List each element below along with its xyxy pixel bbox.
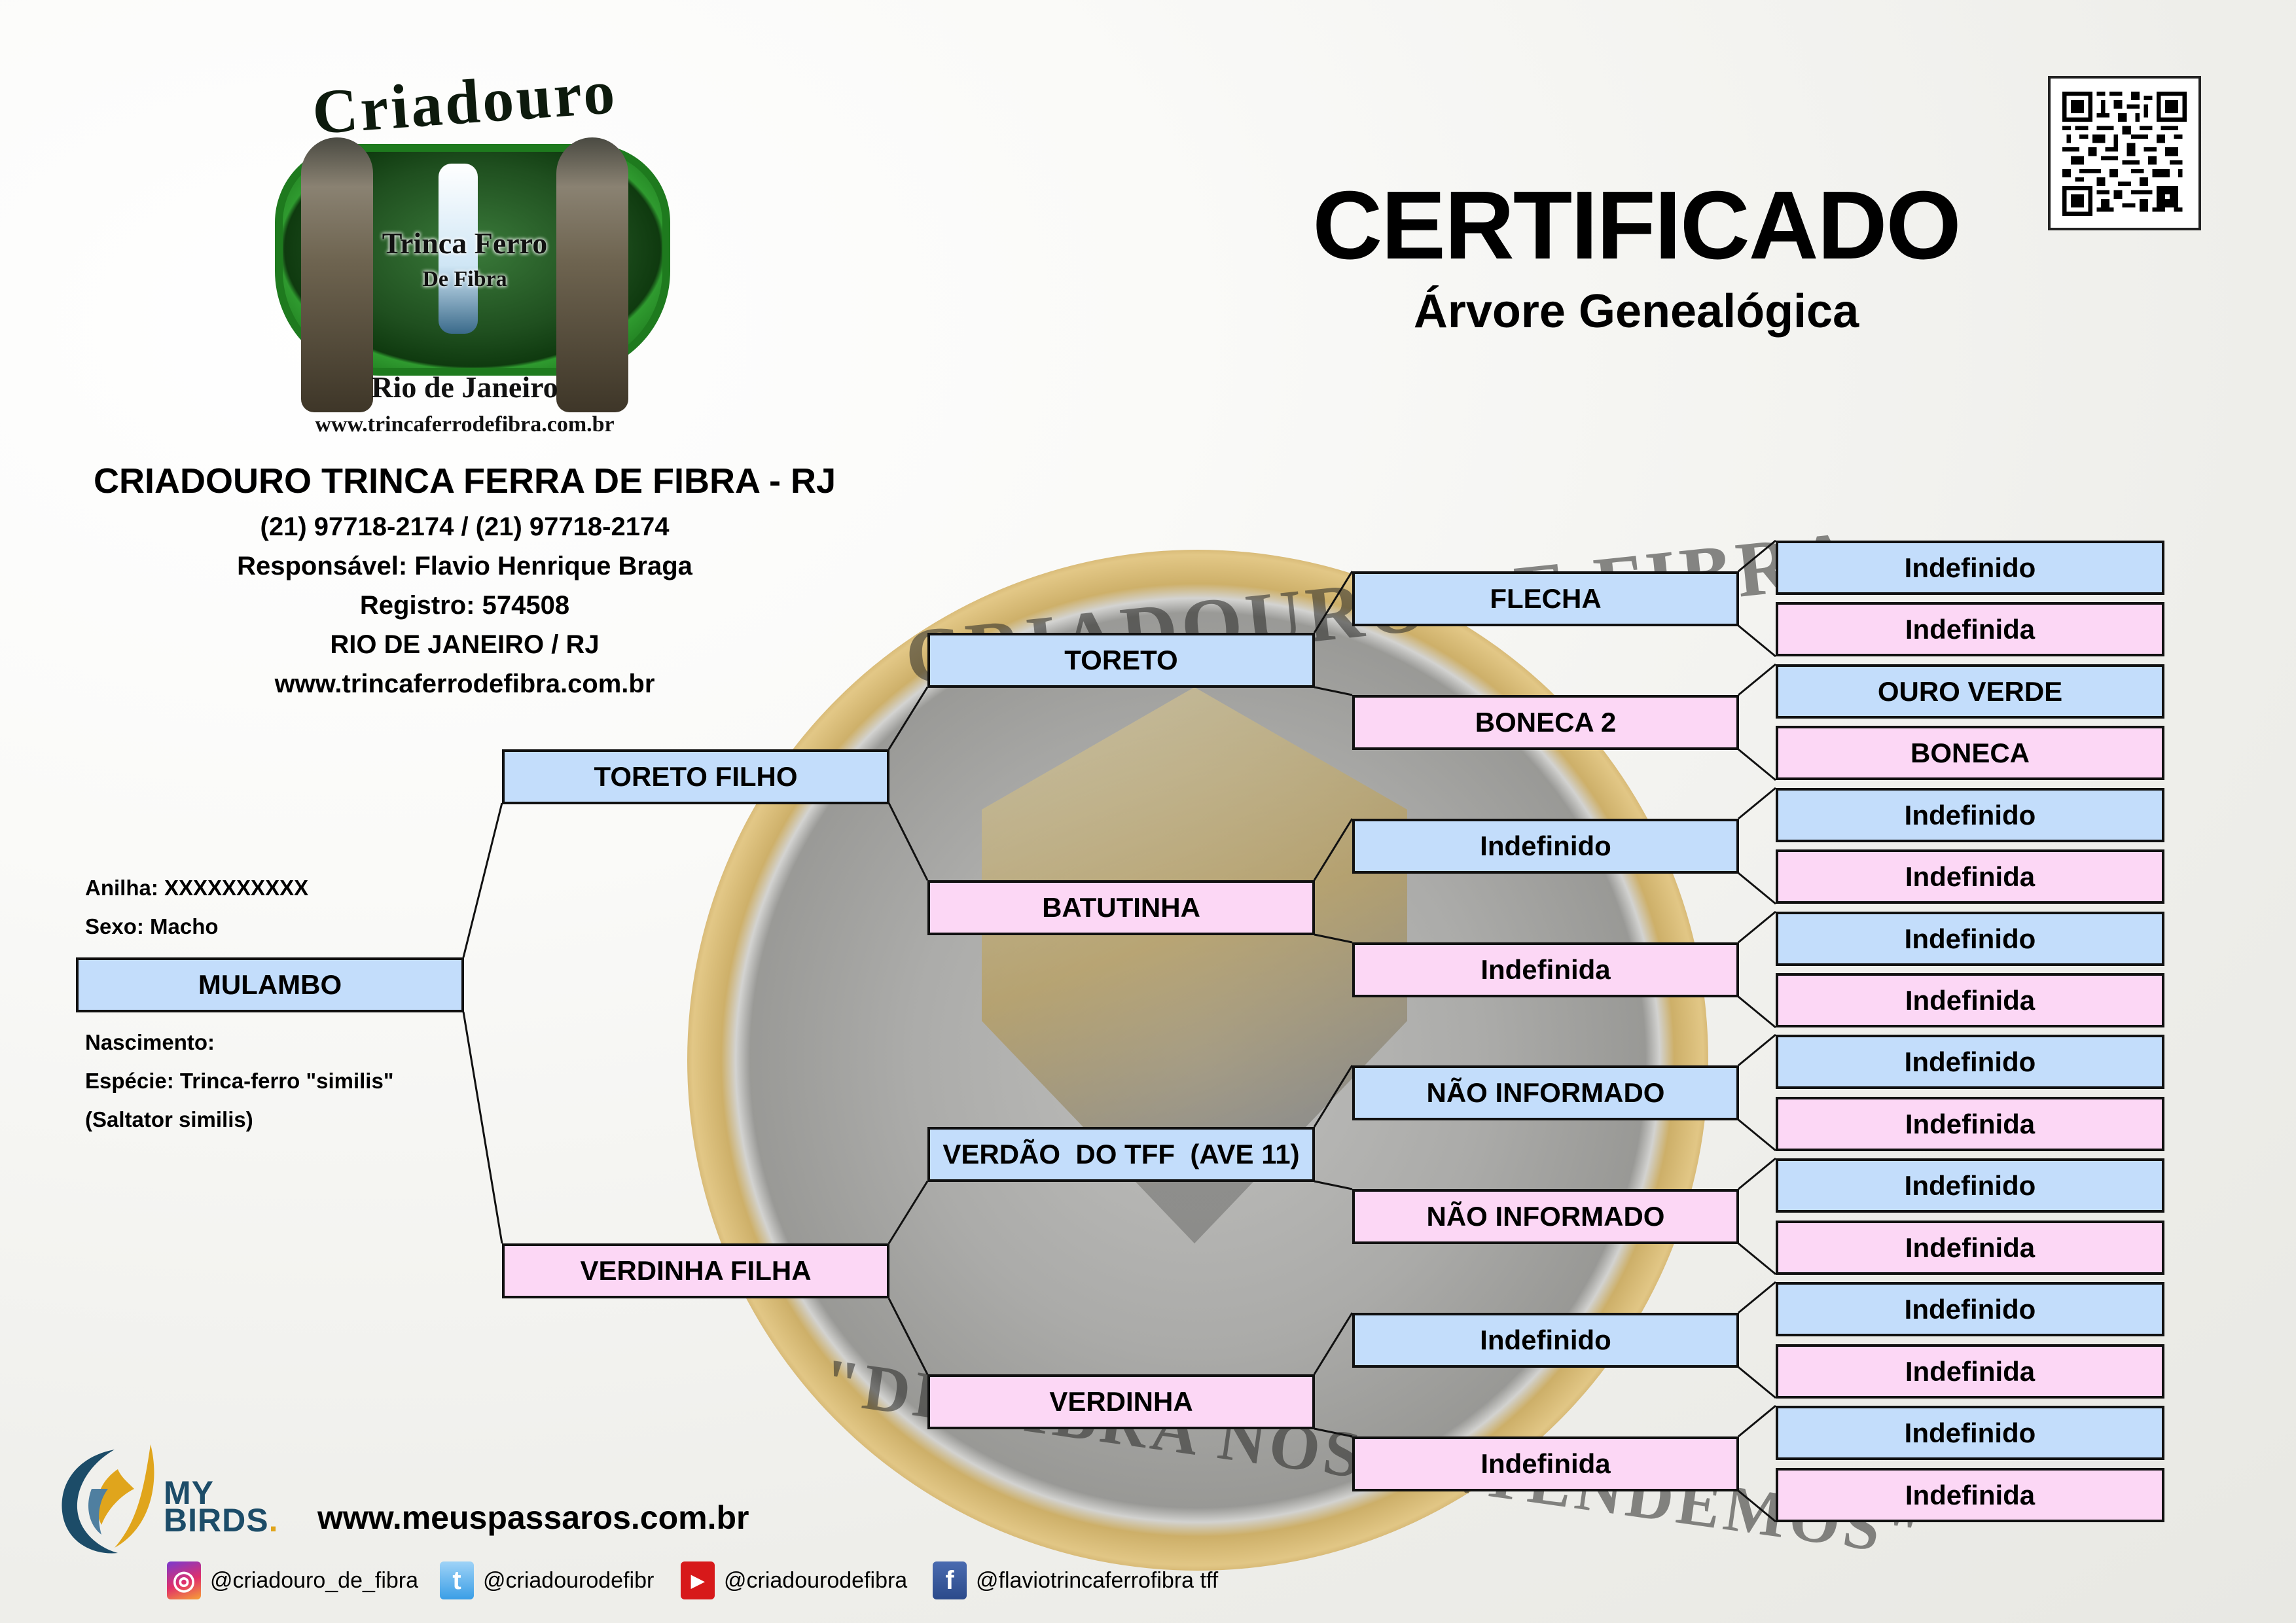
mybirds-brand-bottom: BIRDS xyxy=(164,1502,269,1539)
grandparent-box[interactable]: BATUTINHA xyxy=(927,880,1315,935)
breeder-website[interactable]: www.trincaferrodefibra.com.br xyxy=(274,669,655,698)
great-grandparent-box[interactable]: NÃO INFORMADO xyxy=(1352,1189,1739,1244)
page-title: CERTIFICADO xyxy=(1312,171,1961,279)
waterfall-graphic xyxy=(439,164,478,334)
social-youtube[interactable]: ▶ @criadourodefibra xyxy=(681,1561,907,1600)
logo-line1: Trinca Ferro xyxy=(382,226,548,260)
subject-species: Espécie: Trinca-ferro "similis" xyxy=(85,1069,394,1093)
social-facebook[interactable]: f @flaviotrincaferrofibra tff xyxy=(933,1561,1218,1600)
mybirds-logo-icon xyxy=(62,1444,154,1554)
great-great-grandparent-box[interactable]: Indefinida xyxy=(1776,1468,2164,1522)
great-great-grandparent-box[interactable]: Indefinida xyxy=(1776,1344,2164,1399)
bird-right-icon xyxy=(556,137,628,412)
breeder-phones: (21) 97718-2174 / (21) 97718-2174 xyxy=(260,512,670,541)
logo-city: Rio de Janeiro xyxy=(371,370,558,404)
footer-website-link[interactable]: www.meuspassaros.com.br xyxy=(317,1499,749,1536)
dam-box[interactable]: VERDINHA FILHA xyxy=(502,1243,889,1298)
breeder-logo: Criadouro Trinca Ferro De Fibra Rio de J… xyxy=(262,56,670,445)
great-great-grandparent-box[interactable]: Indefinido xyxy=(1776,788,2164,842)
instagram-icon: ◎ xyxy=(167,1561,201,1599)
grandparent-box[interactable]: VERDÃO DO TFF (AVE 11) xyxy=(927,1127,1315,1182)
great-grandparent-box[interactable]: Indefinido xyxy=(1352,1313,1739,1368)
qr-code-icon[interactable] xyxy=(2048,76,2201,230)
great-grandparent-box[interactable]: Indefinido xyxy=(1352,819,1739,874)
logo-line2: De Fibra xyxy=(422,267,507,291)
social-twitter[interactable]: t @criadourodefibr xyxy=(440,1561,654,1600)
facebook-icon: f xyxy=(933,1561,967,1599)
great-great-grandparent-box[interactable]: Indefinido xyxy=(1776,1282,2164,1336)
great-great-grandparent-box[interactable]: OURO VERDE xyxy=(1776,664,2164,719)
sire-box[interactable]: TORETO FILHO xyxy=(502,749,889,804)
great-great-grandparent-box[interactable]: Indefinida xyxy=(1776,973,2164,1027)
breeder-responsible: Responsável: Flavio Henrique Braga xyxy=(237,552,692,580)
mybirds-brand: MY BIRDS. xyxy=(164,1474,278,1537)
breeder-name: CRIADOURO TRINCA FERRA DE FIBRA - RJ xyxy=(94,461,836,501)
bird-left-icon xyxy=(301,137,373,412)
subject-ring: Anilha: XXXXXXXXXX xyxy=(85,876,309,900)
breeder-location: RIO DE JANEIRO / RJ xyxy=(330,630,600,659)
great-great-grandparent-box[interactable]: Indefinido xyxy=(1776,912,2164,966)
certificate-header: CERTIFICADO Árvore Genealógica xyxy=(1276,177,1996,344)
social-handle: @criadourodefibr xyxy=(483,1567,655,1593)
great-grandparent-box[interactable]: Indefinida xyxy=(1352,1436,1739,1491)
social-handle: @flaviotrincaferrofibra tff xyxy=(976,1567,1219,1593)
great-great-grandparent-box[interactable]: BONECA xyxy=(1776,726,2164,780)
great-great-grandparent-box[interactable]: Indefinida xyxy=(1776,1097,2164,1151)
great-great-grandparent-box[interactable]: Indefinida xyxy=(1776,1221,2164,1275)
great-great-grandparent-box[interactable]: Indefinida xyxy=(1776,602,2164,656)
twitter-icon: t xyxy=(440,1561,474,1599)
social-handle: @criadouro_de_fibra xyxy=(210,1567,419,1593)
great-grandparent-box[interactable]: NÃO INFORMADO xyxy=(1352,1065,1739,1120)
breeder-registry: Registro: 574508 xyxy=(359,591,570,620)
great-great-grandparent-box[interactable]: Indefinido xyxy=(1776,1158,2164,1213)
subject-scientific-name: (Saltator similis) xyxy=(85,1107,253,1132)
great-great-grandparent-box[interactable]: Indefinida xyxy=(1776,849,2164,904)
subject-birth: Nascimento: xyxy=(85,1030,215,1054)
logo-url: www.trincaferrodefibra.com.br xyxy=(315,412,615,437)
youtube-icon: ▶ xyxy=(681,1561,715,1599)
great-great-grandparent-box[interactable]: Indefinido xyxy=(1776,1035,2164,1089)
grandparent-box[interactable]: TORETO xyxy=(927,633,1315,688)
mybirds-brand-dot: . xyxy=(268,1502,279,1539)
great-grandparent-box[interactable]: FLECHA xyxy=(1352,571,1739,626)
breeder-info: CRIADOURO TRINCA FERRA DE FIBRA - RJ (21… xyxy=(26,455,903,704)
great-grandparent-box[interactable]: Indefinida xyxy=(1352,942,1739,997)
subject-sex: Sexo: Macho xyxy=(85,914,219,938)
social-handle: @criadourodefibra xyxy=(724,1567,908,1593)
great-grandparent-box[interactable]: BONECA 2 xyxy=(1352,695,1739,750)
great-great-grandparent-box[interactable]: Indefinido xyxy=(1776,1406,2164,1460)
subject-box[interactable]: MULAMBO xyxy=(76,957,464,1012)
mybirds-brand-top: MY xyxy=(164,1474,214,1511)
grandparent-box[interactable]: VERDINHA xyxy=(927,1374,1315,1429)
social-instagram[interactable]: ◎ @criadouro_de_fibra xyxy=(167,1561,418,1600)
great-great-grandparent-box[interactable]: Indefinido xyxy=(1776,541,2164,595)
page-subtitle: Árvore Genealógica xyxy=(1413,285,1859,338)
